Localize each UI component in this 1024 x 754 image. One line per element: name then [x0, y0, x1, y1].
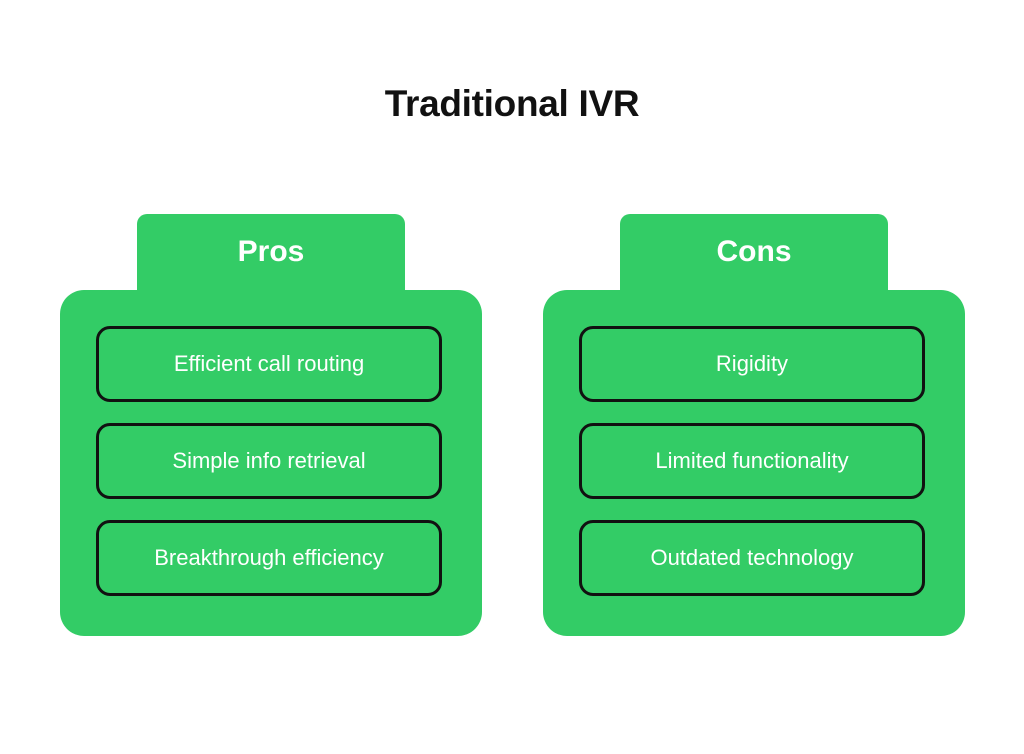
- cons-heading-tab: Cons: [620, 214, 888, 290]
- pros-heading-tab: Pros: [137, 214, 405, 290]
- cons-item: Outdated technology: [579, 520, 925, 596]
- pros-item: Simple info retrieval: [96, 423, 442, 499]
- cons-item: Rigidity: [579, 326, 925, 402]
- pros-item: Efficient call routing: [96, 326, 442, 402]
- pros-panel: Efficient call routing Simple info retri…: [60, 290, 482, 636]
- pros-item: Breakthrough efficiency: [96, 520, 442, 596]
- cons-column: Cons Rigidity Limited functionality Outd…: [543, 214, 965, 638]
- cons-panel: Rigidity Limited functionality Outdated …: [543, 290, 965, 636]
- pros-column: Pros Efficient call routing Simple info …: [60, 214, 482, 638]
- cons-item: Limited functionality: [579, 423, 925, 499]
- diagram-title: Traditional IVR: [384, 83, 640, 124]
